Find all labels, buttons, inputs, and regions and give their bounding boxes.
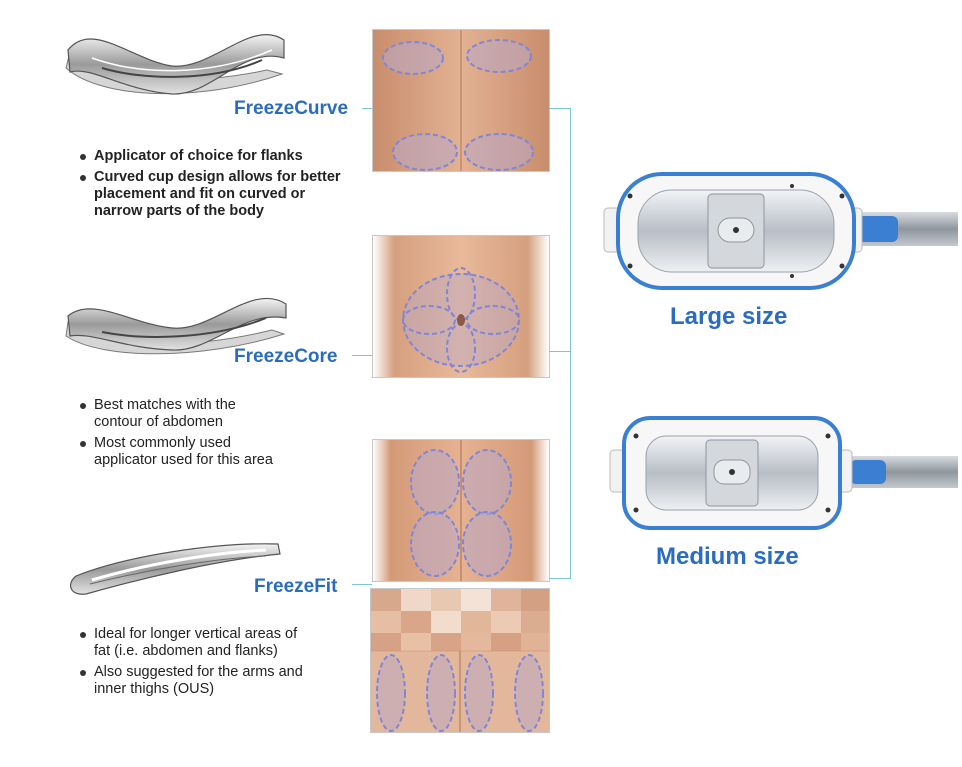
freezecurve-applicator-image — [65, 34, 285, 95]
medium-size-label: Medium size — [656, 543, 799, 570]
large-size-label: Large size — [670, 303, 788, 330]
medium-handpiece-image — [609, 416, 958, 530]
pixelated-censor-area — [371, 589, 549, 651]
bracket-vertical — [570, 108, 571, 579]
freezefit-name: FreezeFit — [254, 576, 338, 597]
bracket-middle-arm — [549, 351, 571, 352]
freezecurve-name: FreezeCurve — [234, 98, 349, 119]
bullet-item: Best matches with the contour of abdomen — [78, 397, 288, 431]
freezecore-name: FreezeCore — [234, 346, 338, 367]
lower-back-treatment-photo — [372, 439, 550, 582]
large-handpiece-image — [603, 172, 958, 290]
freezecurve-leader — [362, 108, 372, 109]
freezefit-applicator-image — [69, 543, 281, 595]
flanks-treatment-photo — [372, 29, 550, 172]
bullet-item: Applicator of choice for flanks — [78, 148, 348, 165]
bracket-bottom-arm — [549, 578, 571, 579]
freezecore-leader — [352, 355, 372, 356]
bullet-item: Also suggested for the arms and inner th… — [78, 664, 308, 698]
freezecore-applicator-image — [65, 297, 287, 355]
bullet-item: Most commonly used applicator used for t… — [78, 435, 288, 469]
freezecore-bullets: Best matches with the contour of abdomen… — [78, 397, 288, 473]
freezecurve-bullets: Applicator of choice for flanks Curved c… — [78, 148, 348, 224]
bullet-item: Curved cup design allows for better plac… — [78, 169, 348, 220]
bracket-top-arm — [549, 108, 571, 109]
abdomen-treatment-photo — [372, 235, 550, 378]
bullet-item: Ideal for longer vertical areas of fat (… — [78, 626, 308, 660]
freezefit-bullets: Ideal for longer vertical areas of fat (… — [78, 626, 308, 702]
thighs-treatment-photo — [370, 588, 550, 733]
freezefit-leader — [352, 584, 372, 585]
